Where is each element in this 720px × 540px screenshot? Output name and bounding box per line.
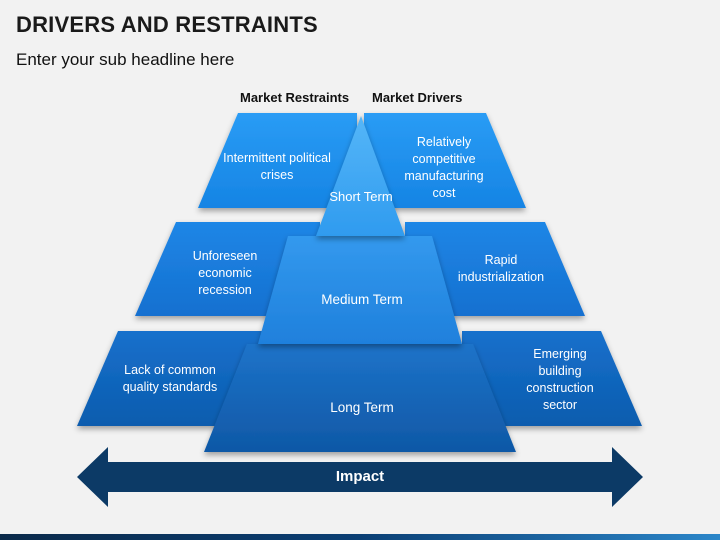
restraint-label-1: Intermittent political crises (223, 151, 331, 182)
restraint-label-3: Lack of common quality standards (122, 363, 218, 394)
page-title: DRIVERS AND RESTRAINTS (16, 12, 318, 37)
driver-tier-2 (405, 222, 585, 316)
restraint-tier-3 (77, 331, 262, 426)
driver-label-2: Rapid industrialization (457, 253, 545, 284)
driver-label-3: Emerging building construction sector (526, 347, 594, 412)
pyramid-bottom-label: Long Term (330, 400, 394, 415)
pyramid-top (316, 116, 405, 236)
pyramid-bottom (204, 344, 516, 452)
pyramid-middle-label: Medium Term (321, 292, 403, 307)
pyramid-middle (258, 236, 462, 344)
pyramid-top-label: Short Term (329, 189, 393, 204)
driver-label-1: Relatively competitive manufacturing cos… (404, 135, 484, 200)
restraint-label-2: Unforeseen economic recession (192, 249, 258, 297)
impact-label: Impact (335, 468, 385, 485)
footer-bar (0, 534, 720, 540)
page-subtitle: Enter your sub headline here (16, 50, 235, 69)
driver-tier-3 (462, 331, 642, 426)
market-restraints-heading: Market Restraints (240, 90, 350, 105)
market-drivers-heading: Market Drivers (372, 90, 463, 105)
impact-arrow (77, 447, 643, 507)
restraint-tier-1 (198, 113, 357, 208)
driver-tier-1 (364, 113, 526, 208)
